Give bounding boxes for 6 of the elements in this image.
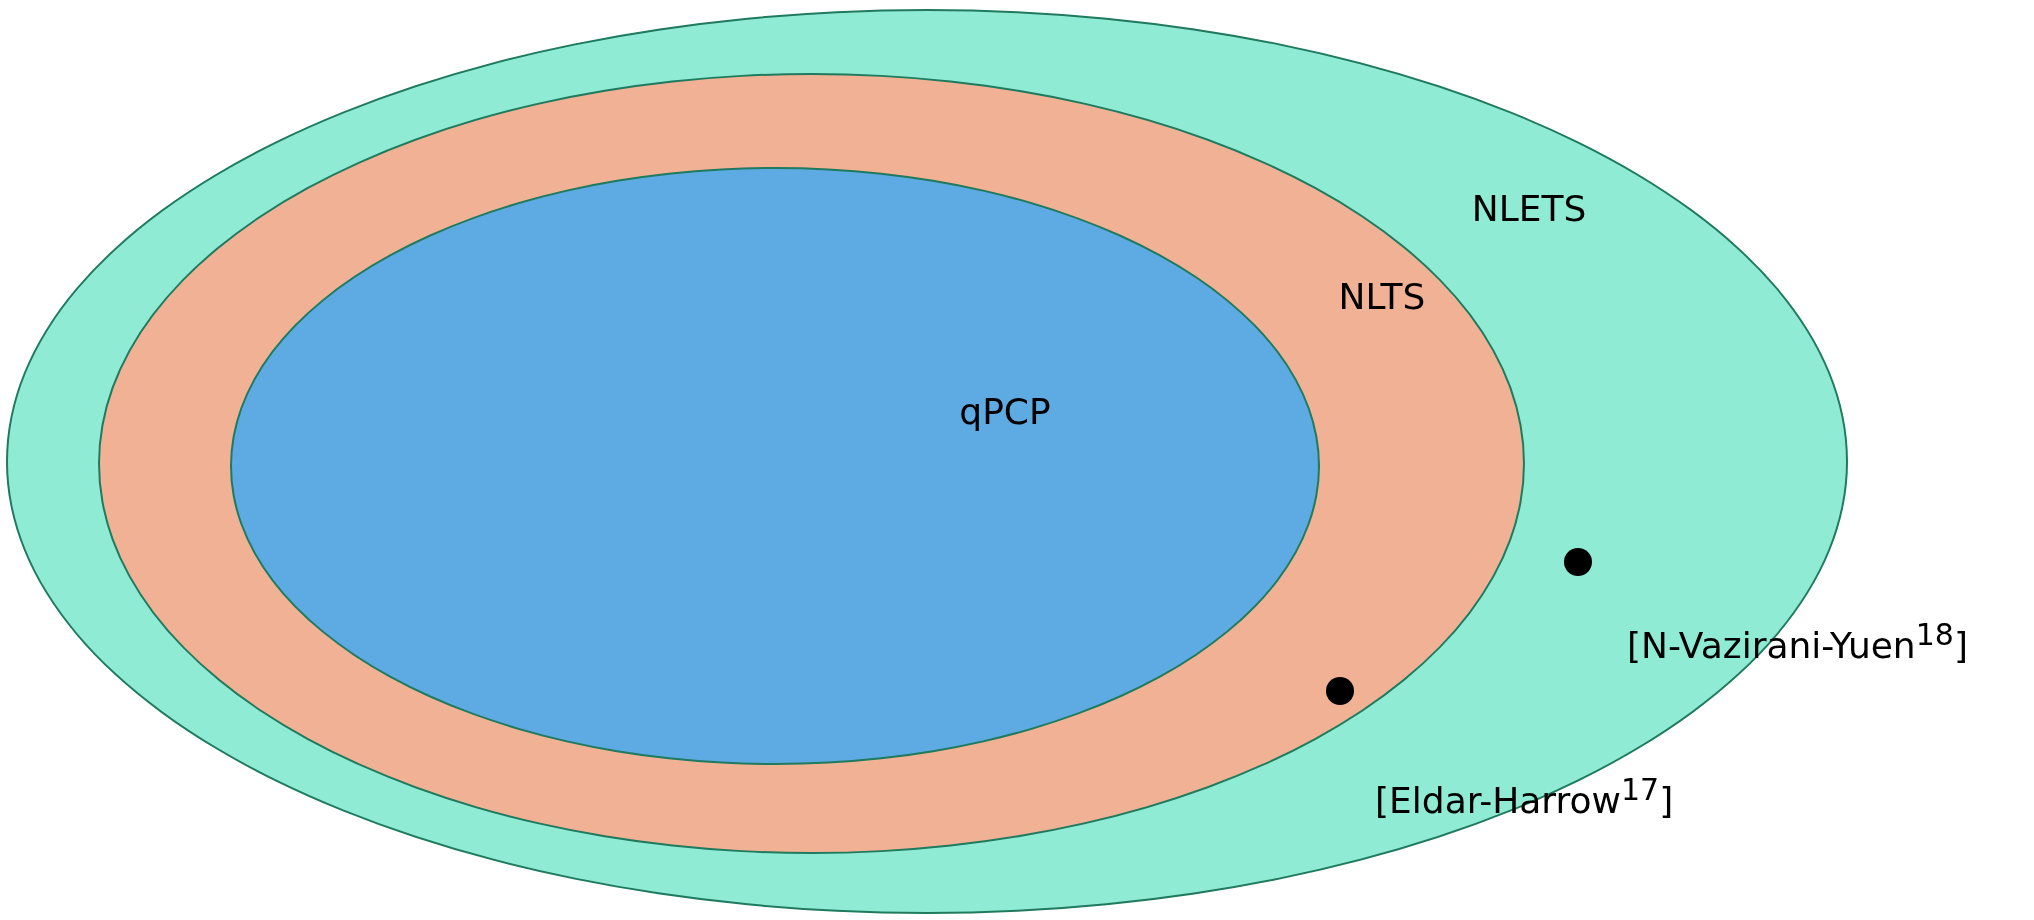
set-label: NLTS — [1338, 279, 1426, 315]
citation-label: [Eldar-Harrow$^{17}$] — [1375, 773, 1674, 821]
set-label: qPCP — [959, 394, 1051, 430]
point-dot — [1564, 548, 1592, 576]
point-dot — [1326, 677, 1354, 705]
set-label: NLETS — [1471, 191, 1587, 227]
